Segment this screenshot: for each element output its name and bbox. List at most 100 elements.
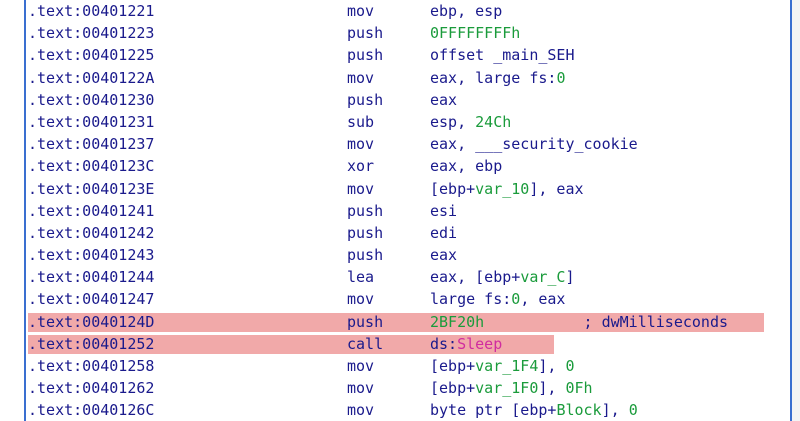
instruction-row[interactable]: .text:00401221 mov ebp, esp xyxy=(26,0,790,22)
instruction-address[interactable]: .text:0040123E xyxy=(28,179,155,198)
instruction-mnemonic[interactable]: mov xyxy=(347,357,375,375)
instruction-operands[interactable]: ebp, esp xyxy=(430,0,502,22)
operand-text: ], xyxy=(538,379,566,398)
instruction-mnemonic[interactable]: push xyxy=(347,201,384,220)
highlighted-instruction-row[interactable]: .text:00401252 call ds:Sleep xyxy=(26,333,790,355)
instruction-row[interactable]: .text:00401243 push eax xyxy=(26,244,790,266)
instruction-address[interactable]: .text:00401241 xyxy=(28,201,155,220)
instruction-address[interactable]: .text:00401230 xyxy=(28,90,155,109)
instruction-mnemonic[interactable]: push xyxy=(347,46,384,65)
instruction-mnemonic[interactable]: mov xyxy=(347,2,375,20)
vertical-scrollbar[interactable] xyxy=(790,0,800,421)
instruction-row[interactable]: .text:0040123E mov [ebp+var_10], eax xyxy=(26,178,790,200)
operand-text: eax xyxy=(430,246,458,265)
instruction-mnemonic[interactable]: mov xyxy=(347,290,375,309)
instruction-address[interactable]: .text:00401243 xyxy=(28,246,155,265)
instruction-mnemonic[interactable]: mov xyxy=(347,68,375,87)
operand-text: ] xyxy=(565,268,575,287)
operand-value: Block xyxy=(556,401,602,420)
instruction-operands[interactable]: esp, 24Ch xyxy=(430,111,511,133)
operand-text: large fs: xyxy=(430,290,512,309)
operand-text: ds: xyxy=(430,334,458,353)
operand-text: [ebp+ xyxy=(430,179,476,198)
instruction-row[interactable]: .text:0040122A mov eax, large fs:0 xyxy=(26,67,790,89)
instruction-operands[interactable]: large fs:0, eax xyxy=(430,288,565,310)
instruction-row[interactable]: .text:0040126C mov byte ptr [ebp+Block], 0 xyxy=(26,399,790,421)
comment: ; dwMilliseconds xyxy=(484,312,729,331)
operand-value: 0 xyxy=(628,401,638,420)
instruction-address[interactable]: .text:00401252 xyxy=(28,334,155,353)
instruction-mnemonic[interactable]: sub xyxy=(347,112,375,131)
instruction-row[interactable]: .text:00401223 push 0FFFFFFFFh xyxy=(26,22,790,44)
operand-value: var_1F0 xyxy=(475,379,539,398)
instruction-operands[interactable]: byte ptr [ebp+Block], 0 xyxy=(430,399,638,421)
instruction-row[interactable]: .text:0040123C xor eax, ebp xyxy=(26,155,790,177)
operand-text: ], xyxy=(538,357,566,375)
instruction-mnemonic[interactable]: push xyxy=(347,24,384,43)
instruction-address[interactable]: .text:00401262 xyxy=(28,379,155,398)
instruction-mnemonic[interactable]: mov xyxy=(347,135,375,154)
instruction-operands[interactable]: [ebp+var_1F4], 0 xyxy=(430,355,575,377)
instruction-operands[interactable]: eax xyxy=(430,244,457,266)
instruction-address[interactable]: .text:00401242 xyxy=(28,223,155,242)
operand-value: 0Fh xyxy=(565,379,593,398)
instruction-mnemonic[interactable]: push xyxy=(347,223,384,242)
instruction-mnemonic[interactable]: push xyxy=(347,312,384,331)
instruction-operands[interactable]: eax, ebp xyxy=(430,155,502,177)
operand-value: 24Ch xyxy=(475,112,512,131)
instruction-address[interactable]: .text:00401247 xyxy=(28,290,155,309)
instruction-row[interactable]: .text:00401230 push eax xyxy=(26,89,790,111)
instruction-operands[interactable]: [ebp+var_10], eax xyxy=(430,178,584,200)
instruction-address[interactable]: .text:00401225 xyxy=(28,46,155,65)
highlighted-instruction-row[interactable]: .text:0040124D push 2BF20h ; dwMillisecond… xyxy=(26,311,790,333)
instruction-address[interactable]: .text:00401231 xyxy=(28,112,155,131)
instruction-mnemonic[interactable]: call xyxy=(347,334,384,353)
instruction-address[interactable]: .text:00401244 xyxy=(28,268,155,287)
instruction-address[interactable]: .text:0040124D xyxy=(28,312,155,331)
instruction-row[interactable]: .text:00401258 mov [ebp+var_1F4], 0 xyxy=(26,355,790,377)
instruction-row[interactable]: .text:00401225 push offset _main_SEH xyxy=(26,44,790,66)
operand-text: byte ptr [ebp+ xyxy=(430,401,557,420)
instruction-operands[interactable]: [ebp+var_1F0], 0Fh xyxy=(430,377,593,399)
instruction-mnemonic[interactable]: push xyxy=(347,90,384,109)
instruction-mnemonic[interactable]: lea xyxy=(347,268,375,287)
instruction-operands[interactable]: ds:Sleep xyxy=(430,333,502,355)
instruction-address[interactable]: .text:00401223 xyxy=(28,24,155,43)
instruction-operands[interactable]: eax, large fs:0 xyxy=(430,67,565,89)
instruction-operands[interactable]: 0FFFFFFFFh xyxy=(430,22,520,44)
instruction-mnemonic[interactable]: xor xyxy=(347,157,375,176)
operand-value: var_10 xyxy=(475,179,530,198)
instruction-operands[interactable]: eax xyxy=(430,89,457,111)
operand-text: eax xyxy=(430,90,458,109)
operand-value: 0 xyxy=(556,68,566,87)
instruction-operands[interactable]: edi xyxy=(430,222,457,244)
instruction-operands[interactable]: eax, ___security_cookie xyxy=(430,133,638,155)
instruction-row[interactable]: .text:00401244 lea eax, [ebp+var_C] xyxy=(26,266,790,288)
instruction-row[interactable]: .text:00401247 mov large fs:0, eax xyxy=(26,288,790,310)
instruction-address[interactable]: .text:00401258 xyxy=(28,357,155,375)
instruction-address[interactable]: .text:00401221 xyxy=(28,2,155,20)
row-highlight xyxy=(28,312,764,332)
instruction-row[interactable]: .text:00401242 push edi xyxy=(26,222,790,244)
instruction-address[interactable]: .text:0040126C xyxy=(28,401,155,420)
instruction-operands[interactable]: eax, [ebp+var_C] xyxy=(430,266,575,288)
instruction-mnemonic[interactable]: mov xyxy=(347,179,375,198)
instruction-address[interactable]: .text:0040122A xyxy=(28,68,155,87)
instruction-address[interactable]: .text:00401237 xyxy=(28,135,155,154)
disassembly-rows: .text:00401221 mov ebp, esp .text:00401223 p… xyxy=(26,0,790,421)
instruction-mnemonic[interactable]: mov xyxy=(347,379,375,398)
instruction-mnemonic[interactable]: mov xyxy=(347,401,375,420)
instruction-address[interactable]: .text:0040123C xyxy=(28,157,155,176)
instruction-row[interactable]: .text:00401237 mov eax, ___security_cookie xyxy=(26,133,790,155)
instruction-row[interactable]: .text:00401241 push esi xyxy=(26,200,790,222)
instruction-operands[interactable]: offset _main_SEH xyxy=(430,44,575,66)
instruction-operands[interactable]: 2BF20h ; dwMilliseconds xyxy=(430,311,728,333)
operand-value: 2BF20h xyxy=(430,312,485,331)
instruction-row[interactable]: .text:00401231 sub esp, 24Ch xyxy=(26,111,790,133)
instruction-mnemonic[interactable]: push xyxy=(347,246,384,265)
function-name[interactable]: Sleep xyxy=(457,334,503,353)
instruction-row[interactable]: .text:00401262 mov [ebp+var_1F0], 0Fh xyxy=(26,377,790,399)
operand-text: offset _main_SEH xyxy=(430,46,575,65)
instruction-operands[interactable]: esi xyxy=(430,200,457,222)
